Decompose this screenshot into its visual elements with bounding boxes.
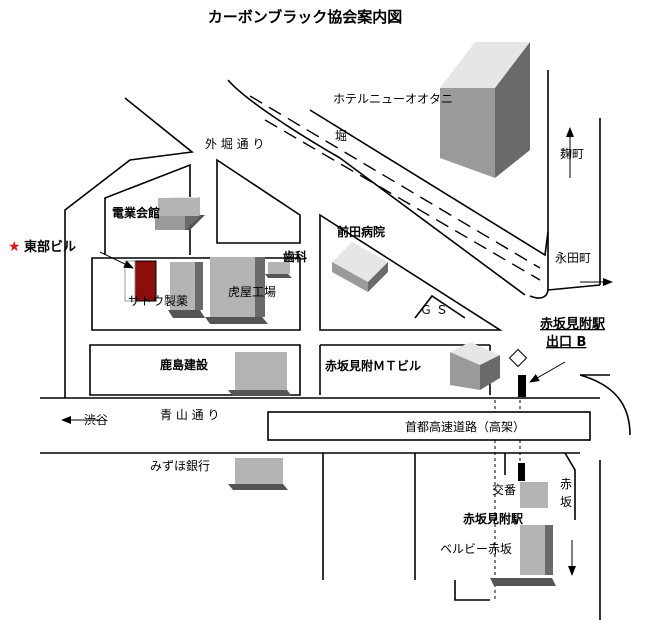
denki-label: 電業会館: [112, 205, 160, 220]
expressway-label: 首都高速道路（高架）: [405, 419, 525, 434]
exit-b-marker: [518, 375, 526, 397]
pointer-arrow: [99, 251, 134, 269]
station-exit-label-1: 赤坂見附駅: [540, 316, 606, 332]
hori-label: 堀: [335, 128, 347, 143]
kajima-label: 鹿島建設: [160, 357, 209, 372]
shika-label: 歯科: [283, 249, 307, 264]
sato-label: サトウ製薬: [128, 294, 188, 308]
akasaka-label-2: 坂: [560, 495, 572, 509]
koban-label: 交番: [492, 482, 516, 497]
kojimachi-label: 麹町: [560, 146, 584, 161]
shibuya-label: 渋谷: [84, 413, 108, 427]
roads: [40, 70, 631, 620]
mt-label: 赤坂見附ＭＴビル: [325, 358, 421, 373]
sotobori-label: 外 堀 通 り: [205, 136, 264, 151]
sato-building: [168, 262, 205, 318]
map-title: カーボンブラック協会案内図: [208, 8, 403, 26]
station-label: 赤坂見附駅: [463, 511, 524, 526]
toraya-label: 虎屋工場: [228, 285, 276, 299]
pointer-arrow: [529, 361, 566, 383]
hotel-building: [440, 42, 530, 178]
belle-label: ベルビー赤坂: [440, 542, 512, 556]
arrows: [61, 127, 613, 576]
belle-building: [490, 482, 556, 586]
aoyama-label: 青 山 通 り: [160, 408, 219, 422]
akasaka-label-1: 赤: [560, 477, 572, 491]
maeda-building: [332, 242, 388, 292]
nagatacho-label: 永田町: [555, 251, 591, 265]
dental-building: [265, 262, 292, 278]
mizuho-label: みずほ銀行: [150, 459, 210, 473]
tobu-label: 東部ビル: [24, 239, 76, 255]
station-exit-label-2: 出口 B: [546, 334, 586, 350]
gs-label: Ｇ Ｓ: [420, 303, 448, 317]
mt-building: [450, 342, 500, 390]
expressway: [267, 400, 591, 600]
star-icon: ★: [8, 239, 21, 255]
denki-building: [155, 197, 205, 230]
gas-station: [414, 294, 466, 319]
kajima-building: [228, 352, 292, 396]
maeda-label: 前田病院: [337, 224, 385, 239]
toraya-building: [205, 257, 268, 324]
mizuho-building: [228, 458, 288, 490]
tobu-building: [124, 260, 157, 302]
hotel-label: ホテルニューオオタニ: [333, 92, 453, 106]
